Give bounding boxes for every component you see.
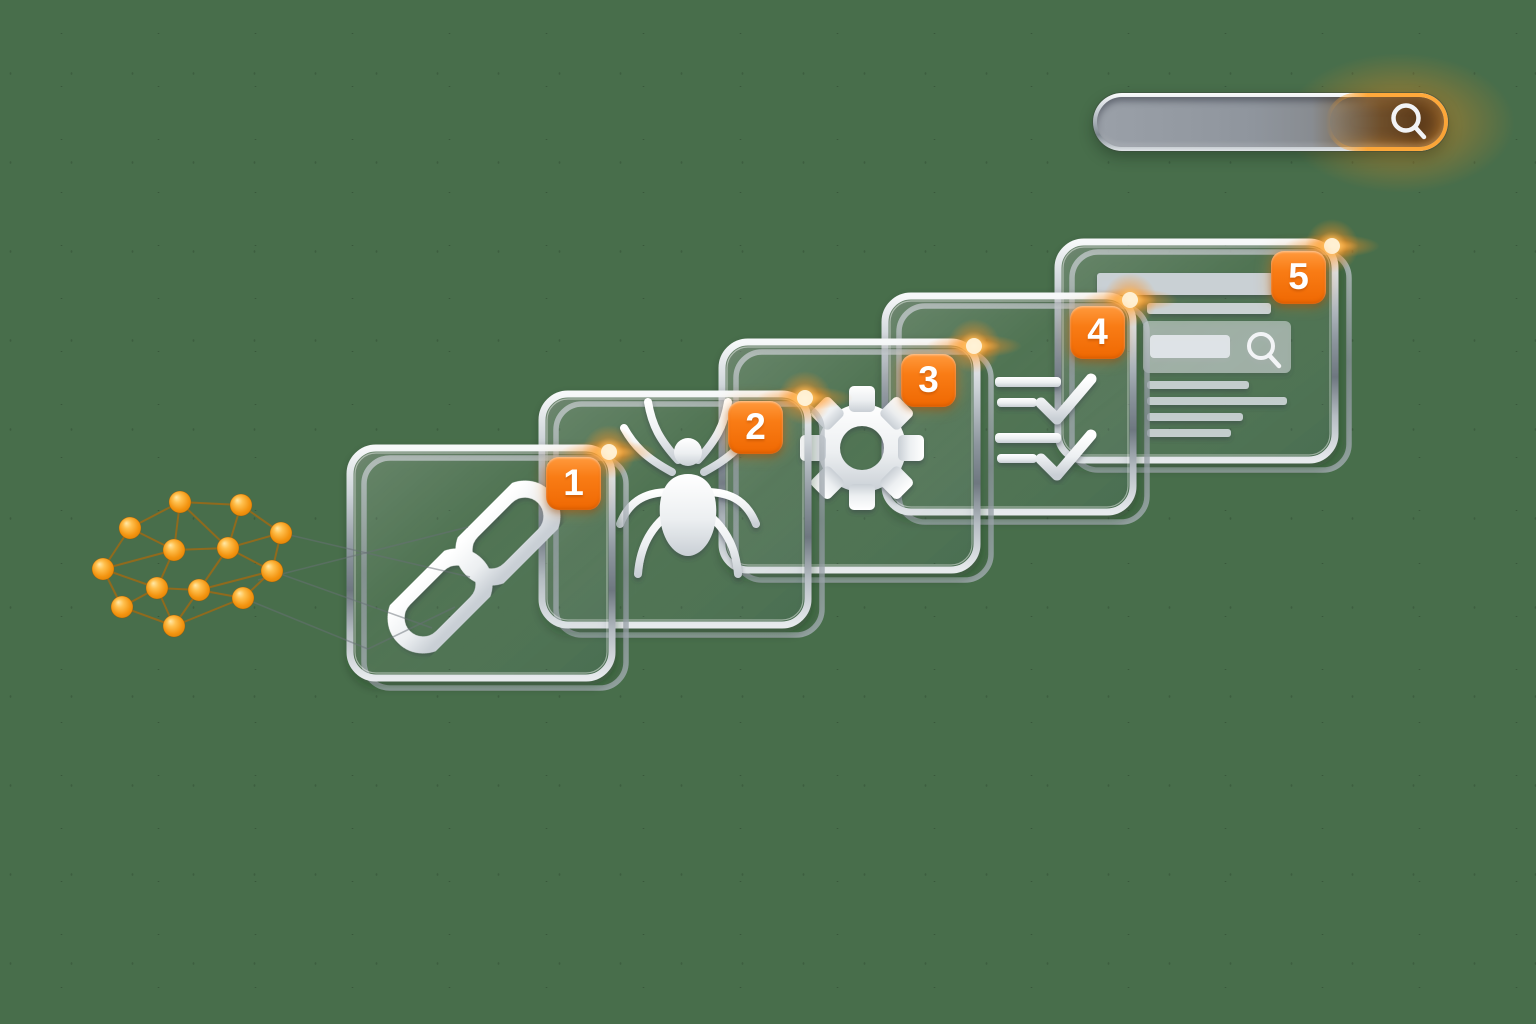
network-node	[110, 595, 134, 619]
step-1-number: 1	[563, 462, 584, 503]
network-node	[187, 578, 211, 602]
network-node	[168, 490, 192, 514]
network-node	[91, 557, 115, 581]
network-to-panel-link	[242, 597, 369, 650]
chain-link-icon	[387, 480, 561, 654]
search-icon[interactable]	[1386, 100, 1432, 146]
step-4-number: 4	[1087, 311, 1108, 352]
network-node	[145, 576, 169, 600]
panel-3-corner-glow	[926, 319, 1022, 373]
network-node	[216, 536, 240, 560]
network-edge	[179, 501, 229, 549]
step-1-badge: 1	[546, 457, 601, 510]
step-2-badge: 2	[728, 401, 783, 454]
spider-crawler-icon	[616, 398, 760, 578]
network-edge	[198, 570, 273, 591]
gear-icon	[800, 386, 924, 510]
network-node	[118, 516, 142, 540]
network-edge	[173, 597, 244, 627]
step-4-badge: 4	[1070, 306, 1125, 359]
network-node	[229, 493, 253, 517]
network-to-panel-link	[367, 606, 456, 650]
web-network-graph	[91, 490, 471, 650]
step-5-number: 5	[1288, 256, 1309, 297]
network-to-panel-link	[280, 532, 471, 578]
network-to-panel-link	[257, 526, 469, 581]
network-node	[269, 521, 293, 545]
result-search-icon	[1247, 332, 1282, 369]
network-node	[231, 586, 255, 610]
network-node	[260, 559, 284, 583]
search-bar[interactable]	[1093, 93, 1448, 151]
network-edge	[102, 549, 175, 570]
step-3-badge: 3	[901, 354, 956, 407]
panel-2-corner-glow	[757, 371, 853, 425]
checklist-icon	[995, 373, 1097, 481]
network-node	[162, 538, 186, 562]
step-5-badge: 5	[1271, 251, 1326, 304]
step-2-number: 2	[745, 406, 766, 447]
step-1-panel-group	[346, 425, 657, 691]
network-to-panel-link	[271, 570, 433, 629]
step-3-number: 3	[918, 359, 939, 400]
network-node	[162, 614, 186, 638]
